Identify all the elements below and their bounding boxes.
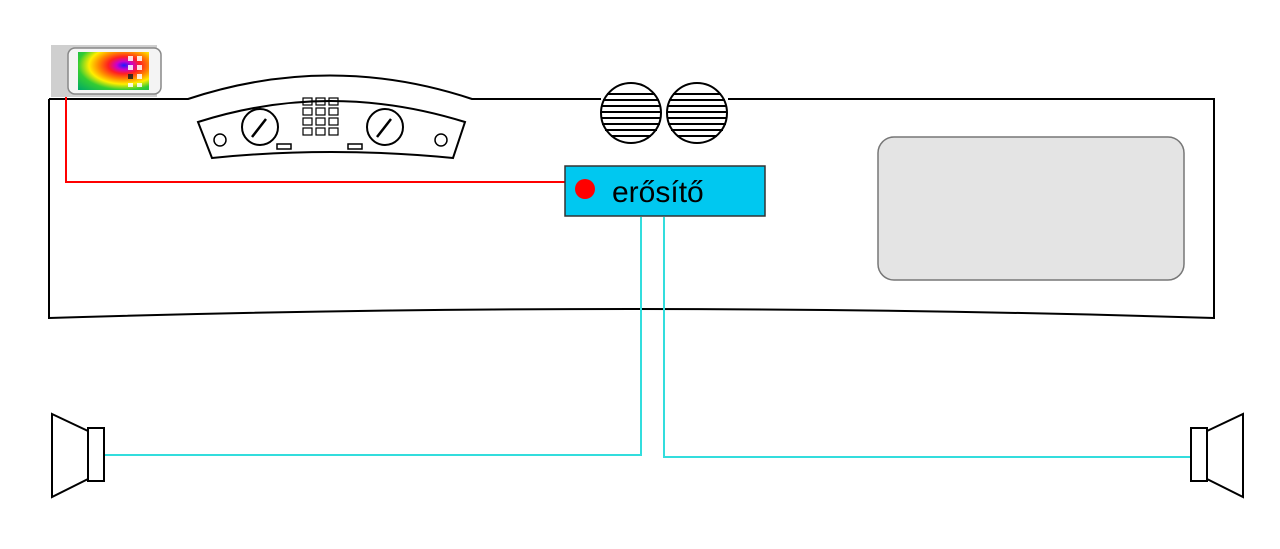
knob-right <box>434 133 448 147</box>
speaker-cable-right <box>663 217 1191 458</box>
instrument-cluster <box>196 100 467 160</box>
smartphone-icon <box>51 45 162 97</box>
gauge-left <box>241 108 279 146</box>
gauge-right <box>366 108 404 146</box>
speaker-icon <box>1190 412 1244 499</box>
air-vent-left <box>600 82 662 144</box>
speaker-cables <box>104 217 1191 458</box>
speaker-left-cone <box>51 412 89 499</box>
speaker-cable-left <box>104 217 642 456</box>
speaker-right-cone <box>1206 412 1244 499</box>
indicator-left <box>276 143 292 150</box>
phone-app-icons <box>128 56 142 87</box>
dashboard-outline <box>48 74 1215 320</box>
dashboard <box>48 74 1215 320</box>
amplifier-box <box>564 165 766 217</box>
amplifier: erősítő <box>564 165 766 217</box>
keypad <box>302 97 339 136</box>
speaker-left-magnet <box>87 427 105 482</box>
knob-left <box>213 133 227 147</box>
amplifier-label: erősítő <box>612 176 704 209</box>
gauge-right-needle <box>376 118 392 138</box>
speaker-icon <box>51 412 105 499</box>
indicator-right <box>347 143 363 150</box>
air-vents <box>600 82 728 144</box>
audio-source-cable <box>65 97 566 183</box>
air-vent-right <box>666 82 728 144</box>
glovebox <box>877 136 1185 281</box>
speaker-right-magnet <box>1190 427 1208 482</box>
power-led-icon <box>575 179 595 199</box>
gauge-left-needle <box>251 118 267 138</box>
